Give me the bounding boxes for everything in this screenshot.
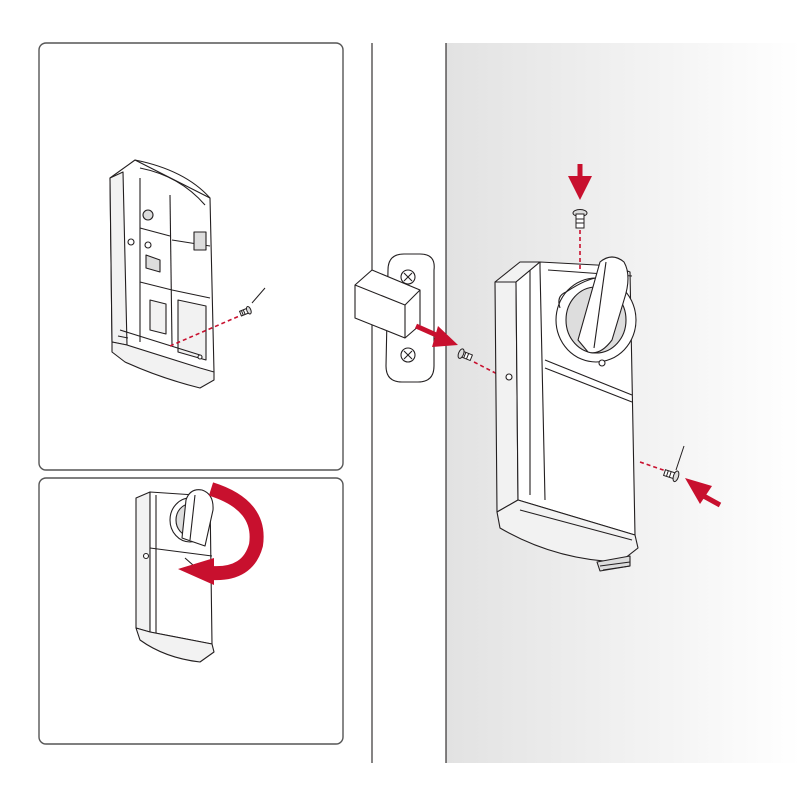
lock-housing-mounted [495, 257, 638, 571]
panel-step-turn-knob [39, 478, 343, 744]
panel-step-mount-on-door [355, 43, 801, 763]
strike-plate [355, 254, 434, 382]
lock-housing-open [110, 160, 214, 388]
panel-step-open-housing [39, 43, 343, 470]
